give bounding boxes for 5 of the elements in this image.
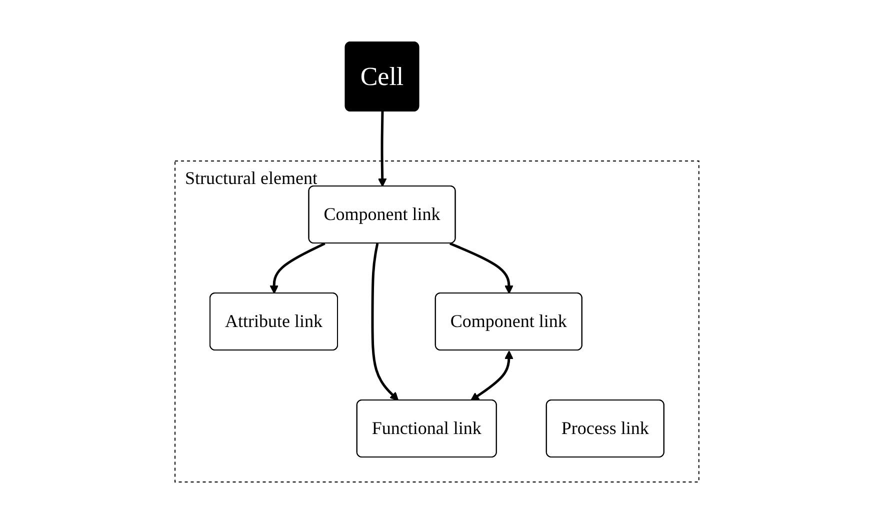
- arrow: [378, 110, 387, 186]
- arrow: [270, 242, 326, 294]
- arrow: [470, 350, 514, 400]
- arrow: [371, 242, 399, 400]
- arrow: [450, 242, 514, 294]
